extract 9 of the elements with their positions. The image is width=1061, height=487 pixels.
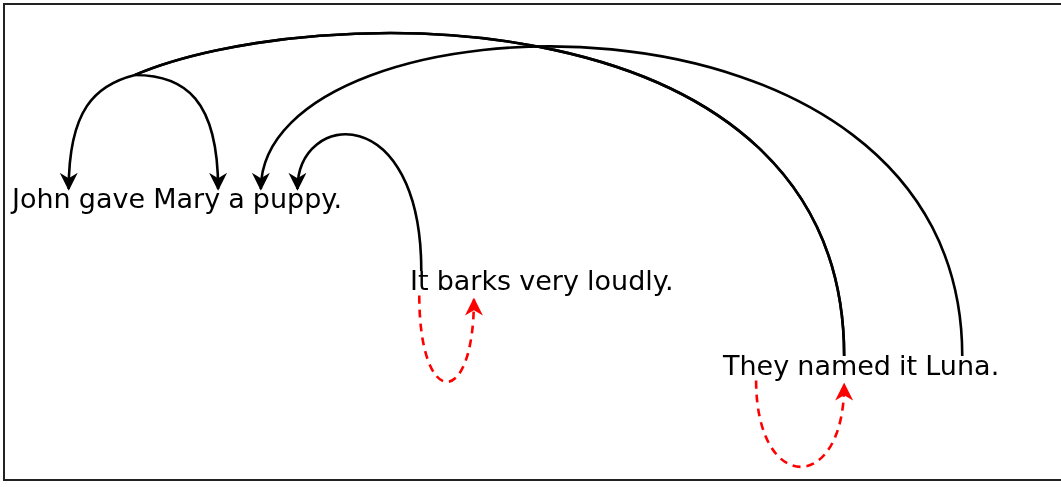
word-text: gave [78,183,146,216]
word-text: it [899,350,918,383]
word-text: Luna. [925,350,1000,383]
word-text: John [12,183,71,216]
word-text: a [228,183,245,216]
word-text: They [723,350,790,383]
arrow [754,380,853,468]
word-text: Mary [153,183,221,216]
word-text: named [797,350,891,383]
